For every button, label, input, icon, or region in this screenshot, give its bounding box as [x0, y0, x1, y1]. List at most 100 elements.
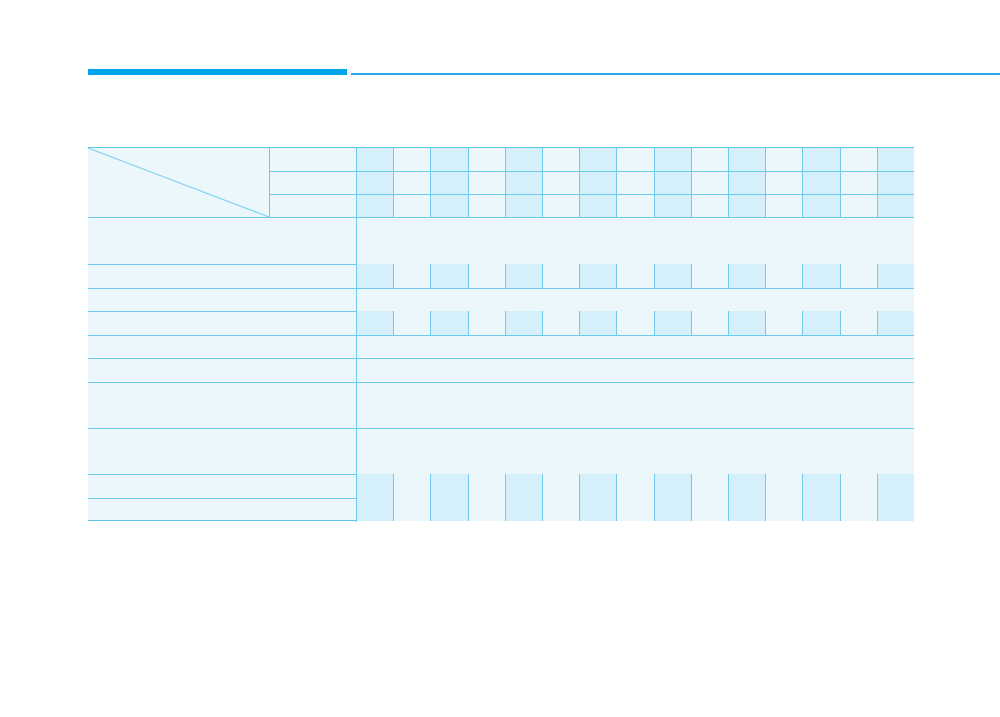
body-row-1-cell — [356, 264, 394, 288]
body-row-1-cell — [467, 264, 505, 288]
body-cell — [802, 474, 839, 498]
body-cell — [616, 311, 653, 335]
body-row-8-cell — [356, 474, 394, 498]
body-row-8-cell — [467, 474, 505, 498]
body-row-divider — [88, 358, 914, 359]
column-divider — [654, 311, 655, 335]
header-cell — [802, 171, 839, 194]
column-divider — [802, 474, 803, 498]
column-divider — [728, 311, 729, 335]
header-row-cell — [839, 148, 877, 217]
header-cell — [654, 148, 691, 171]
body-row-1-cell — [579, 264, 617, 288]
body-row-8-cell — [504, 474, 542, 498]
column-divider — [691, 474, 692, 498]
body-cell — [728, 311, 765, 335]
column-divider — [430, 264, 431, 288]
body-row-1-cell — [728, 264, 766, 288]
body-row-9-cell — [393, 498, 431, 521]
header-cell — [430, 148, 467, 171]
body-row-1-cell — [616, 264, 654, 288]
body-row-3-cell — [876, 311, 914, 335]
body-row-3-cell — [504, 311, 542, 335]
body-row-3-cell — [542, 311, 580, 335]
column-divider — [616, 264, 617, 288]
body-cell — [505, 474, 542, 498]
body-cell — [542, 311, 579, 335]
body-span-value — [356, 428, 914, 474]
body-row-3-cell — [653, 311, 691, 335]
header-bottom-rule — [88, 217, 914, 218]
column-divider — [840, 148, 841, 217]
body-cell — [430, 474, 467, 498]
column-divider — [691, 311, 692, 335]
header-cell — [765, 194, 802, 217]
body-row-8-cell — [728, 474, 766, 498]
corner-diagonal — [88, 148, 269, 217]
body-row-3-cell — [430, 311, 468, 335]
body-row-divider — [88, 382, 914, 383]
header-cell — [691, 171, 728, 194]
column-divider — [616, 148, 617, 217]
column-divider — [728, 264, 729, 288]
body-row-9-cell — [467, 498, 505, 521]
column-divider — [468, 498, 469, 521]
body-cell — [505, 498, 542, 521]
body-cell — [542, 264, 579, 288]
column-divider — [616, 474, 617, 498]
header-row-cell — [802, 148, 840, 217]
body-row-3-cell — [765, 311, 803, 335]
body-row-8-cell — [839, 474, 877, 498]
header-cell — [616, 171, 653, 194]
body-cell — [840, 474, 877, 498]
body-row-label — [88, 498, 356, 521]
body-row-9-cell — [876, 498, 914, 521]
body-cell — [430, 498, 467, 521]
column-divider — [393, 264, 394, 288]
body-cell — [430, 264, 467, 288]
column-divider — [728, 474, 729, 498]
body-row-divider — [88, 288, 914, 289]
body-row-label — [88, 428, 356, 474]
column-divider — [654, 264, 655, 288]
header-cell — [877, 148, 914, 171]
body-row-8-cell — [616, 474, 654, 498]
header-cell — [430, 194, 467, 217]
header-cell — [840, 148, 877, 171]
header-cell — [356, 148, 393, 171]
body-cell — [802, 311, 839, 335]
body-row-9-cell — [616, 498, 654, 521]
body-cell — [393, 474, 430, 498]
body-row-1-cell — [765, 264, 803, 288]
body-cell — [505, 311, 542, 335]
body-row-9-cell — [802, 498, 840, 521]
body-row-label — [88, 311, 356, 335]
body-cell — [765, 474, 802, 498]
body-row-divider — [88, 335, 914, 336]
body-cell — [728, 474, 765, 498]
column-divider — [840, 264, 841, 288]
body-row-3-cell — [690, 311, 728, 335]
column-divider — [616, 498, 617, 521]
column-divider — [877, 264, 878, 288]
body-row-label — [88, 335, 356, 358]
body-span-value — [356, 217, 914, 264]
header-row-cell — [653, 148, 691, 217]
header-cell — [356, 171, 393, 194]
body-cell — [356, 264, 393, 288]
header-row-divider — [269, 194, 914, 195]
header-cell — [802, 148, 839, 171]
body-row-label — [88, 382, 356, 428]
column-divider — [505, 311, 506, 335]
column-divider — [468, 474, 469, 498]
header-stub-divider — [269, 148, 270, 217]
header-cell — [579, 148, 616, 171]
header-cell — [765, 148, 802, 171]
header-cell — [542, 171, 579, 194]
body-cell — [393, 498, 430, 521]
header-cell — [728, 148, 765, 171]
column-divider — [542, 474, 543, 498]
body-row-9-cell — [356, 498, 394, 521]
header-cell — [877, 194, 914, 217]
column-divider — [468, 311, 469, 335]
